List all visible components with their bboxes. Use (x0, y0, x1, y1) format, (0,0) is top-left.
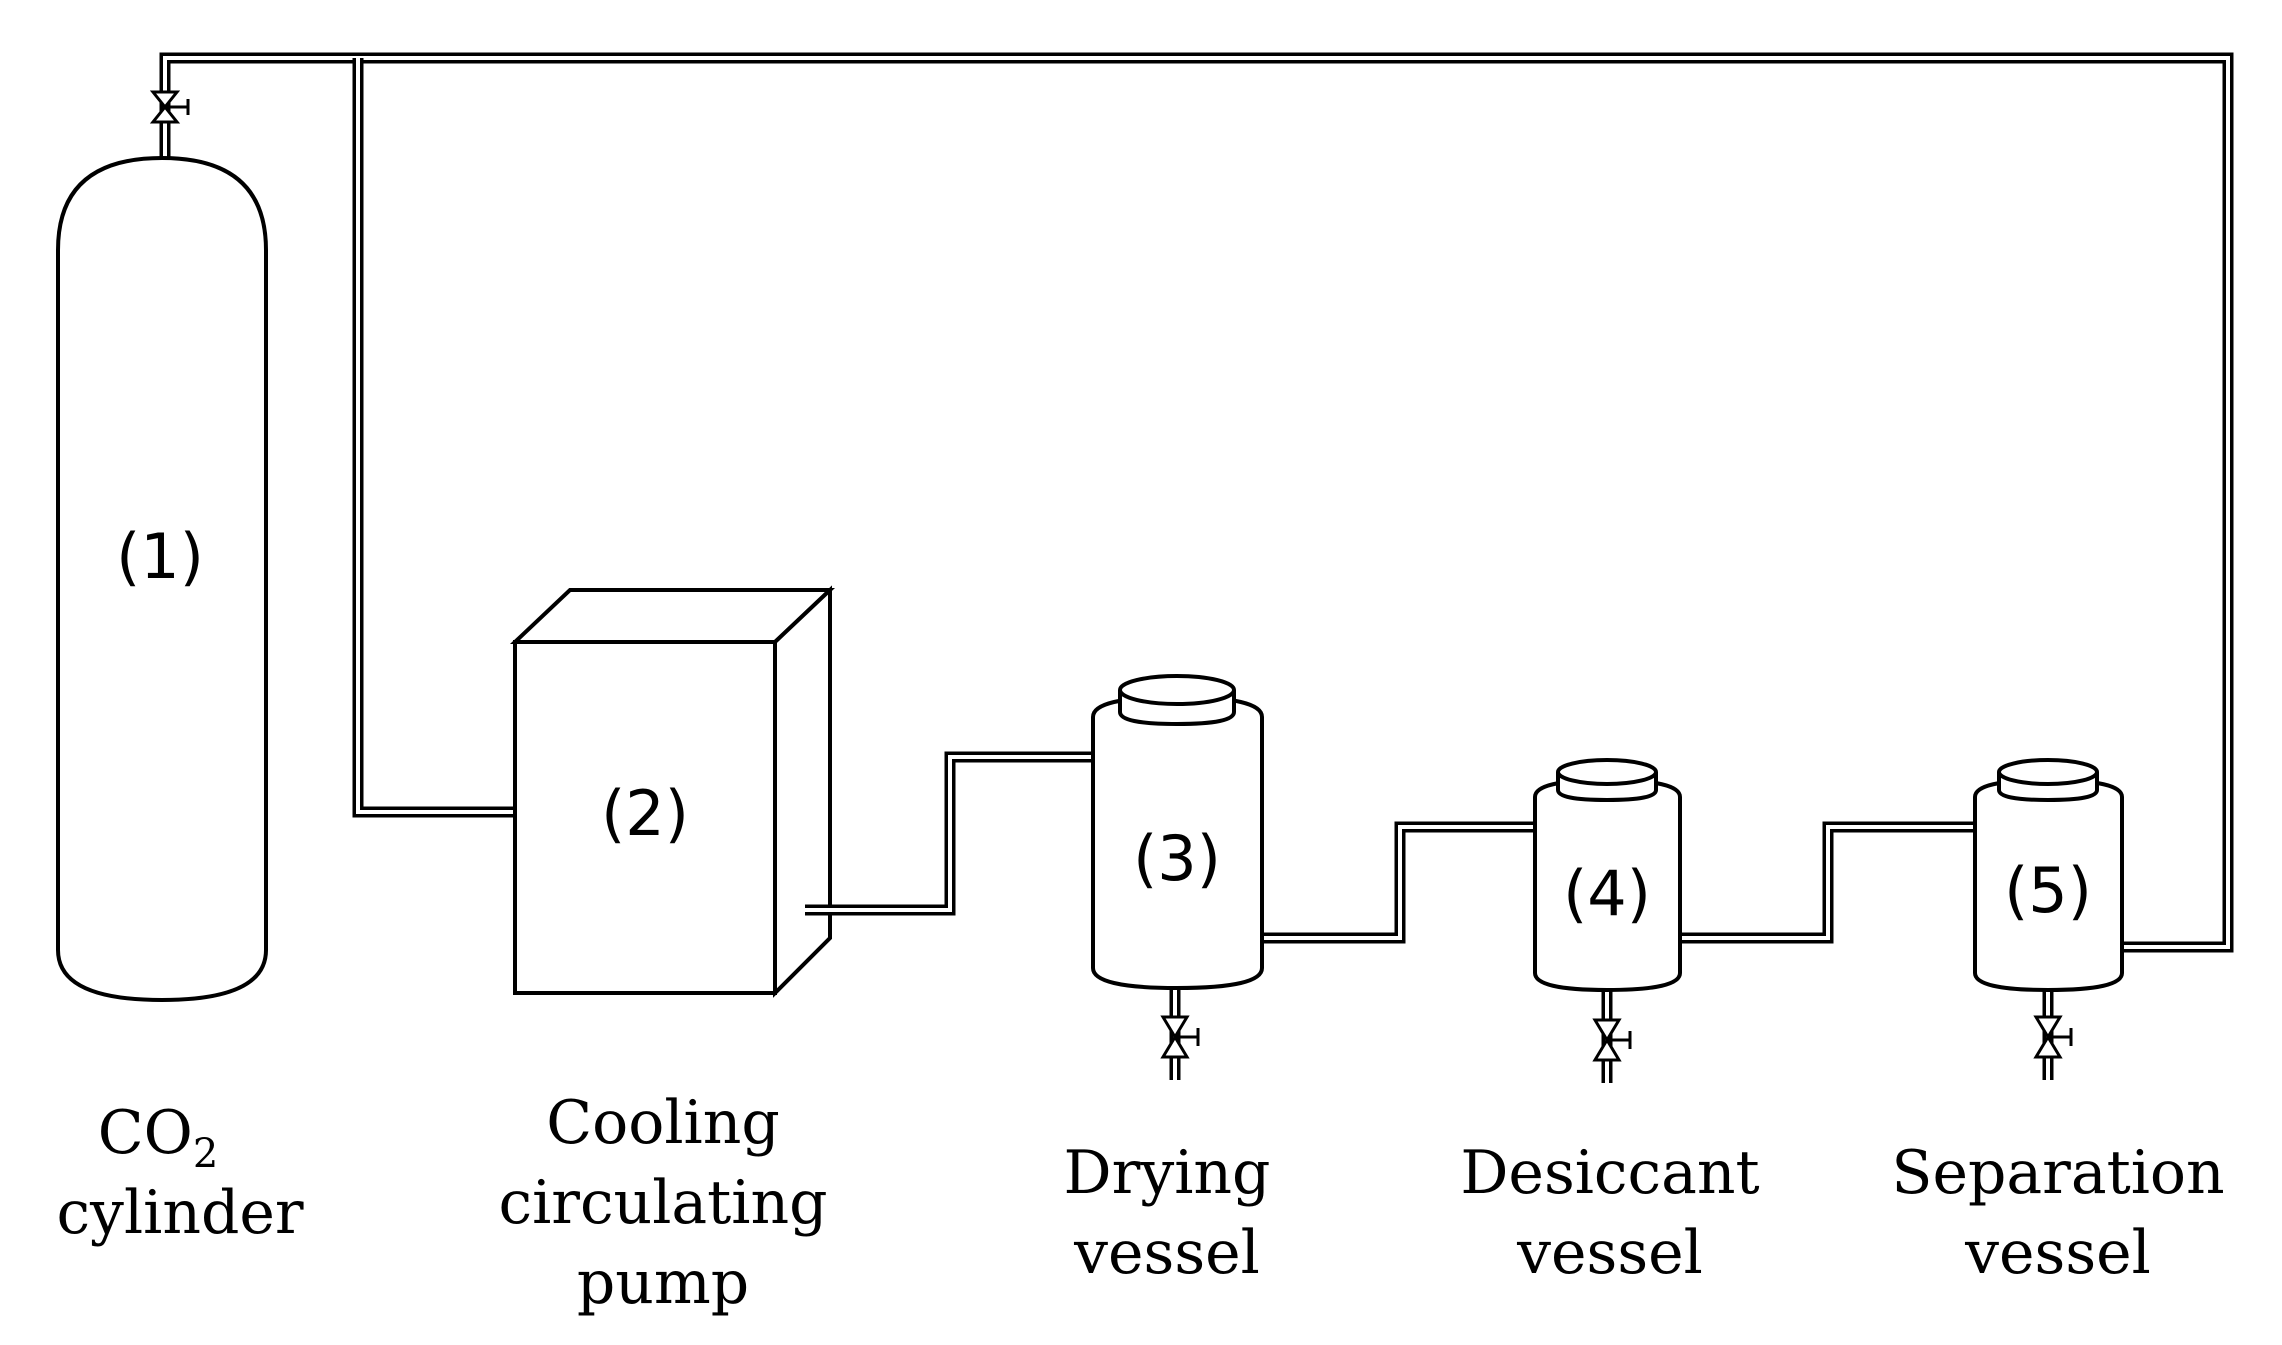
valve-drying-drain (1160, 1015, 1200, 1059)
desiccant-name-line1: Desiccant (1460, 1138, 1759, 1208)
pump-side-face (773, 585, 832, 998)
separation-vessel-cap-top (1997, 758, 2099, 786)
cylinder-number: (1) (116, 520, 204, 593)
separation-vessel: (5) (1973, 758, 2124, 993)
co2-cylinder: (1) (56, 155, 268, 1003)
cylinder-body (56, 155, 268, 1003)
desiccant-vessel-number: (4) (1563, 857, 1651, 930)
cylinder-name-co: CO (98, 1098, 193, 1168)
pipe-return-loop (159, 52, 2234, 953)
valve-cylinder (149, 90, 190, 124)
pump-front-face (513, 640, 777, 995)
component-labels: CO2 cylinder Cooling circulating pump Dr… (56, 1088, 2224, 1318)
pump-name-line3: pump (577, 1248, 749, 1318)
pipe-desiccant-to-separation (1680, 821, 1975, 944)
cylinder-name-subscript: 2 (193, 1131, 218, 1177)
valve-separation-drain (2033, 1015, 2073, 1059)
separation-vessel-number: (5) (2004, 854, 2092, 927)
drying-vessel-number: (3) (1133, 822, 1221, 895)
pipe-pump-to-drying (805, 751, 1093, 916)
separation-name-line2: vessel (1964, 1218, 2151, 1288)
desiccant-vessel-cap-top (1556, 758, 1658, 786)
pipe-to-pump-inlet (352, 58, 515, 818)
pump-name-line2: circulating (498, 1168, 827, 1238)
drying-name-line1: Drying (1064, 1138, 1271, 1208)
pump-name-line1: Cooling (546, 1088, 780, 1158)
cylinder-name-line1: CO2 (98, 1098, 219, 1177)
pipe-drying-to-desiccant (1262, 821, 1535, 944)
valve-desiccant-drain (1592, 1018, 1632, 1062)
separation-name-line1: Separation (1891, 1138, 2224, 1208)
drying-vessel: (3) (1091, 674, 1264, 991)
desiccant-name-line2: vessel (1516, 1218, 1703, 1288)
drying-vessel-cap-top (1118, 674, 1236, 706)
cylinder-name-line2: cylinder (56, 1178, 303, 1248)
cooling-circulating-pump: (2) (509, 585, 836, 998)
drying-name-line2: vessel (1073, 1218, 1260, 1288)
pump-number: (2) (601, 777, 689, 850)
desiccant-vessel: (4) (1533, 758, 1682, 993)
